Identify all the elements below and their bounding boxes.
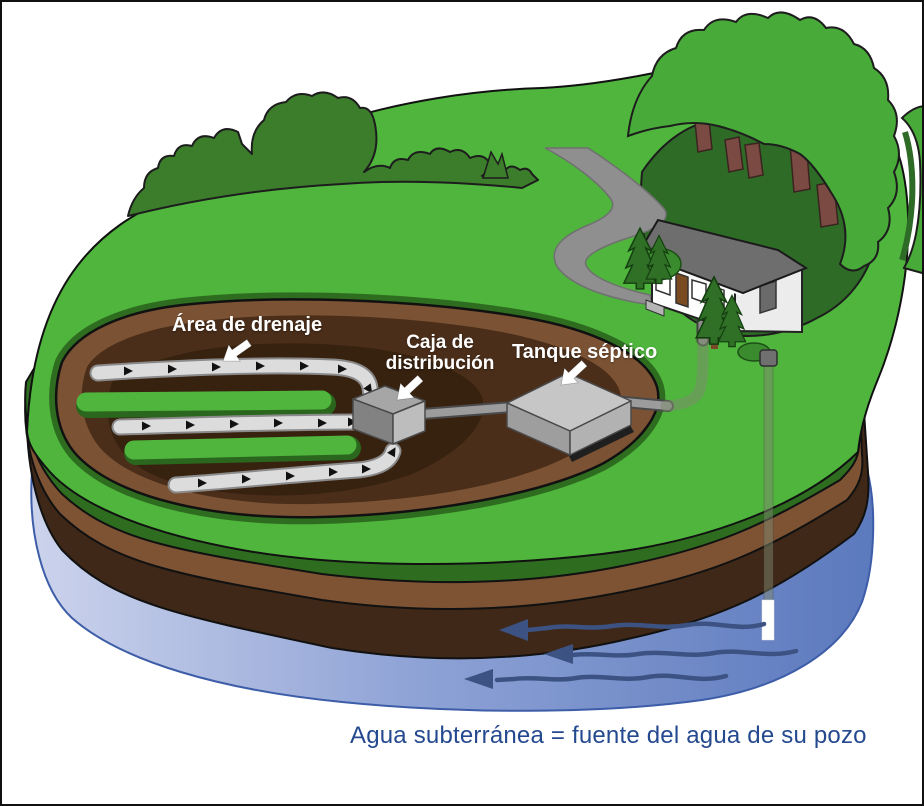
septic-tank-right bbox=[569, 400, 632, 456]
distribution-box bbox=[352, 385, 426, 445]
groundwater-caption: Agua subterránea = fuente del agua de su… bbox=[350, 722, 867, 749]
house-roof bbox=[636, 218, 809, 295]
well-cap bbox=[759, 349, 778, 367]
pipe-box-to-tank-fill bbox=[418, 403, 516, 418]
tree-trunks bbox=[694, 119, 859, 245]
drain-field-label: Área de drenaje bbox=[172, 314, 323, 336]
well-casing bbox=[763, 363, 774, 605]
buried-pipe bbox=[660, 332, 709, 412]
treeline-silhouette bbox=[127, 91, 539, 217]
septic-tank-base-shadow bbox=[568, 425, 634, 462]
distribution-box-right bbox=[392, 400, 426, 445]
edge-tree bbox=[900, 105, 922, 274]
distribution-box-label: Caja de distribución bbox=[385, 332, 495, 374]
tree-canopy bbox=[626, 11, 900, 272]
house-door bbox=[675, 271, 689, 309]
well bbox=[759, 349, 778, 641]
septic-tank-label: Tanque séptico bbox=[512, 341, 658, 363]
grass-strips bbox=[76, 390, 361, 465]
house-steps bbox=[645, 299, 665, 317]
edge-tree-shade bbox=[899, 131, 916, 261]
septic-tank bbox=[506, 372, 634, 462]
small-tree-tip bbox=[481, 150, 509, 179]
well-screen bbox=[761, 599, 775, 641]
groundwater-arrow-icons bbox=[464, 619, 799, 689]
